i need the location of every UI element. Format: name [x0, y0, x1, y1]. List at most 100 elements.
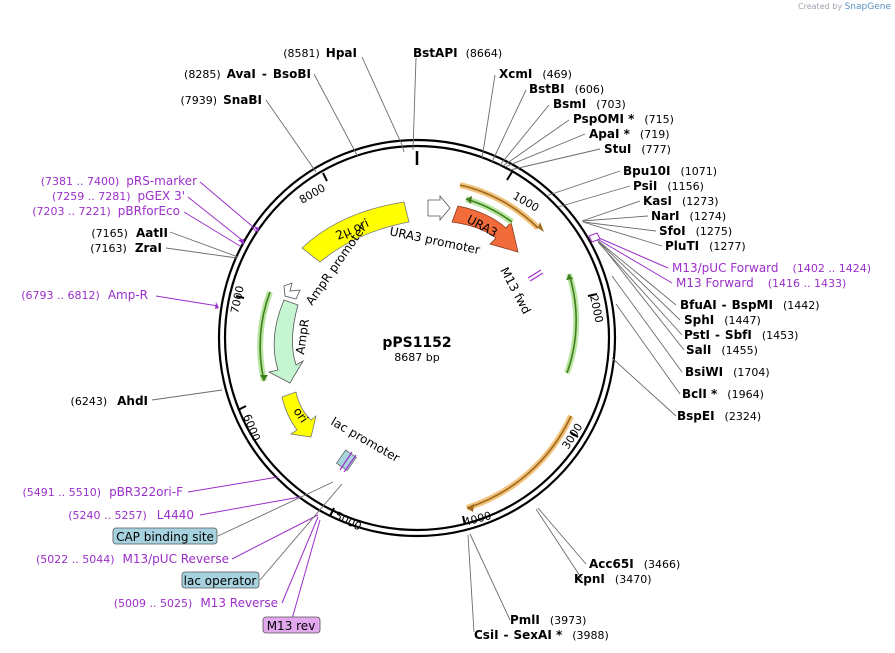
m13-rev-box[interactable]: M13 rev [262, 616, 321, 634]
enzyme-leaders [151, 56, 685, 633]
tick-mark-1000 [506, 171, 513, 181]
primer-leaders [155, 181, 673, 620]
enzyme-xcmi[interactable]: XcmI(469) [499, 67, 572, 81]
enzyme-bspmi-name: BspMI [732, 298, 773, 312]
plasmid-name: pPS1152 [382, 335, 451, 351]
primer-m13-forward[interactable]: M13 Forward (1416 .. 1433) [676, 276, 846, 290]
primer-pbr322ori-f[interactable]: (5491 .. 5510)pBR322ori-F [23, 485, 184, 499]
primer-prs-marker[interactable]: (7381 .. 7400)pRS-marker [41, 174, 197, 188]
enzyme-bsiwi-name: BsiWI [685, 365, 723, 379]
leader-pluti [582, 221, 663, 247]
primer-m13puc-reverse[interactable]: (5022 .. 5044)M13/pUC Reverse [36, 552, 229, 566]
enzyme-acc65i[interactable]: Acc65I(3466) [589, 557, 680, 571]
primer-m13-reverse[interactable]: (5009 .. 5025)M13 Reverse [114, 596, 278, 610]
leader-bfuai [596, 239, 677, 306]
primer-prs-marker-range: (7381 .. 7400) [41, 175, 120, 188]
enzyme-aatii[interactable]: (7165)AatII [91, 226, 168, 240]
lac-promoter-label: lac promoter [329, 414, 403, 465]
enzyme-pluti[interactable]: PluTI(1277) [665, 239, 746, 253]
enzyme-bcli[interactable]: BclI *(1964) [682, 387, 764, 401]
enzyme-pmli-name: PmlI [510, 613, 540, 627]
leader-bstbi [491, 89, 527, 163]
enzyme-psti[interactable]: PstI-SbfI(1453) [684, 328, 798, 342]
orf-arc-ura3-outer [459, 184, 539, 229]
enzyme-pspomi[interactable]: PspOMI *(715) [573, 112, 674, 126]
enzyme-nari[interactable]: NarI(1274) [651, 209, 726, 223]
enzyme-kpni[interactable]: KpnI(3470) [574, 572, 651, 586]
leader-nari [581, 215, 649, 222]
enzyme-sali[interactable]: SalI (1455) [686, 343, 758, 357]
feature-ampr[interactable]: AmpR [267, 299, 312, 384]
ampr-label: AmpR [293, 318, 312, 355]
enzyme-zrai[interactable]: (7163)ZraI [90, 241, 162, 255]
primer-m13-forward-range: (1416 .. 1433) [768, 277, 847, 290]
tick-label-5000: 5000 [333, 509, 364, 533]
enzyme-sphi[interactable]: SphI(1447) [684, 313, 761, 327]
ampr-arrow [267, 299, 305, 384]
enzyme-bfuai-name: BfuAI [680, 298, 717, 312]
primer-m13puc-forward[interactable]: M13/pUC Forward(1402 .. 1424) [672, 261, 871, 275]
leader-avai [313, 73, 359, 158]
orf-arc-left-head [260, 375, 268, 381]
enzyme-bfuai[interactable]: BfuAI-BspMI(1442) [680, 298, 820, 312]
enzyme-aatii-pos: (7165) [91, 227, 128, 240]
orf-arc-left [259, 291, 271, 382]
enzyme-pmli[interactable]: PmlI (3973) [510, 613, 586, 627]
feature-lac-promoter[interactable]: lac promoter [329, 414, 403, 473]
enzyme-avai[interactable]: (8285)AvaI-BsoBI [184, 67, 311, 81]
enzyme-ahdi-pos: (6243) [71, 395, 108, 408]
enzyme-kasi-name: KasI [643, 194, 672, 208]
enzyme-sfoi-name: SfoI [659, 224, 686, 238]
enzyme-snabi[interactable]: (7939)SnaBI [181, 93, 262, 107]
enzyme-bpu10i-name: Bpu10I [623, 164, 670, 178]
enzyme-kasi[interactable]: KasI (1273) [643, 194, 719, 208]
enzyme-hpai[interactable]: (8581)HpaI [283, 46, 357, 60]
lac-operator-box[interactable]: lac operator [181, 571, 260, 589]
primer-pbrforeco[interactable]: (7203 .. 7221)pBRforEco [32, 204, 180, 218]
feature-m13-fwd[interactable]: M13 fwd [497, 265, 544, 317]
enzyme-apai[interactable]: ApaI *(719) [589, 127, 670, 141]
enzyme-bsmi[interactable]: BsmI(703) [553, 97, 626, 111]
ura3-promoter-arrow [427, 194, 451, 222]
enzyme-avai-name: AvaI [227, 67, 256, 81]
feature-ori[interactable]: ori [281, 391, 317, 438]
enzyme-kpni-name: KpnI [574, 572, 605, 586]
site-amp-r [215, 302, 219, 309]
tick-label-7000: 7000 [228, 285, 247, 315]
primer-pbrforeco-name: pBRforEco [118, 204, 180, 218]
enzyme-kasi-pos: (1273) [682, 195, 719, 208]
primer-amp-r[interactable]: (6793 .. 6812)Amp-R [21, 288, 148, 302]
enzyme-bspei[interactable]: BspEI(2324) [677, 409, 761, 423]
enzyme-bstapi[interactable]: BstAPI(8664) [413, 46, 502, 60]
leader-cap-binding [217, 481, 334, 537]
enzyme-bsiwi[interactable]: BsiWI(1704) [685, 365, 770, 379]
enzyme-bstbi[interactable]: BstBI(606) [529, 82, 604, 96]
enzyme-csii[interactable]: CsiI-SexAI *(3988) [474, 628, 609, 642]
enzyme-csii-name: CsiI [474, 628, 499, 642]
enzyme-sali-name: SalI [686, 343, 711, 357]
enzyme-psii[interactable]: PsiI(1156) [633, 179, 704, 193]
enzyme-bpu10i[interactable]: Bpu10I(1071) [623, 164, 717, 178]
enzyme-pmli-pos: (3973) [550, 614, 587, 627]
primer-pgex3-range: (7259 .. 7281) [52, 190, 131, 203]
enzyme-bsobi-name: BsoBI [273, 67, 311, 81]
leader-kasi [581, 200, 641, 222]
cap-binding-site-box[interactable]: CAP binding site [112, 527, 218, 545]
enzyme-sali-pos: (1455) [721, 344, 758, 357]
enzyme-ahdi[interactable]: (6243)AhdI [71, 394, 148, 408]
backbone-outer-ring [217, 138, 617, 538]
primer-l4440[interactable]: (5240 .. 5257)L4440 [68, 508, 194, 522]
enzyme-bspei-name: BspEI [677, 409, 715, 423]
enzyme-hpai-name: HpaI [326, 46, 357, 60]
primer-m13puc-forward-name: M13/pUC Forward [672, 261, 779, 275]
ura3-arrow [451, 205, 519, 253]
enzyme-csii-pos: (3988) [572, 629, 609, 642]
enzyme-zrai-name: ZraI [135, 241, 162, 255]
m13-rev-label: M13 rev [267, 619, 316, 633]
primer-amp-r-name: Amp-R [108, 288, 148, 302]
enzyme-sfoi[interactable]: SfoI(1275) [659, 224, 732, 238]
enzyme-stui[interactable]: StuI(777) [604, 142, 671, 156]
enzyme-pluti-name: PluTI [665, 239, 699, 253]
primer-m13-forward-name: M13 Forward [676, 276, 754, 290]
primer-pgex3[interactable]: (7259 .. 7281)pGEX 3' [52, 189, 185, 203]
